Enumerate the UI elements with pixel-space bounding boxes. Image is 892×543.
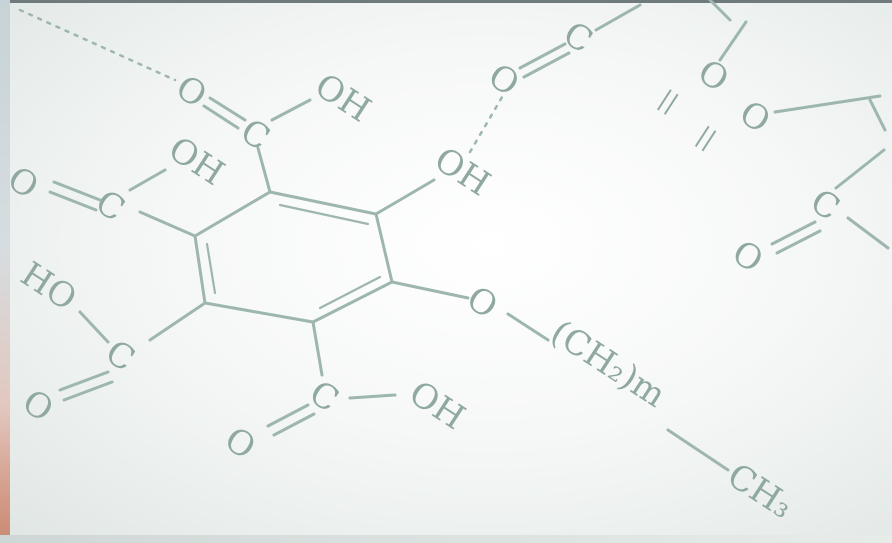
svg-text:C: C [88,182,132,230]
hydrogen-bond-center [468,90,507,154]
upper-right-fragment: O C O || || O C O [481,0,890,281]
svg-text:O: O [0,159,45,208]
svg-text:O: O [217,419,262,468]
svg-text:OH: OH [427,140,497,205]
svg-text:C: C [803,181,847,229]
svg-text:O: O [481,56,526,105]
svg-text:O: O [15,382,60,431]
svg-text:C: C [302,373,346,421]
carboxyl-left: C HO O [13,254,207,431]
svg-text:OH: OH [308,66,378,131]
hydroxyl-right: OH [374,140,497,216]
svg-text:C: C [556,14,600,62]
carboxyl-bottom: C O OH [217,320,472,468]
bottom-paper-edge [0,535,892,543]
svg-text:O: O [725,232,770,281]
svg-text:HO: HO [13,254,83,319]
svg-text:CH₃: CH₃ [720,456,800,527]
svg-text:O: O [732,93,777,142]
left-photo-edge [0,0,10,543]
carboxyl-upper-left: C O OH [0,129,231,238]
svg-text:(CH₂)m: (CH₂)m [544,312,673,415]
hydrogen-bond-top-left [18,8,177,82]
svg-text:O: O [690,52,735,101]
top-frame-bar [0,0,892,3]
svg-text:||: || [654,85,683,118]
svg-text:O: O [459,278,504,327]
svg-text:OH: OH [402,373,472,438]
svg-text:||: || [692,121,721,154]
benzene-ring [193,190,394,324]
svg-text:OH: OH [161,129,231,194]
